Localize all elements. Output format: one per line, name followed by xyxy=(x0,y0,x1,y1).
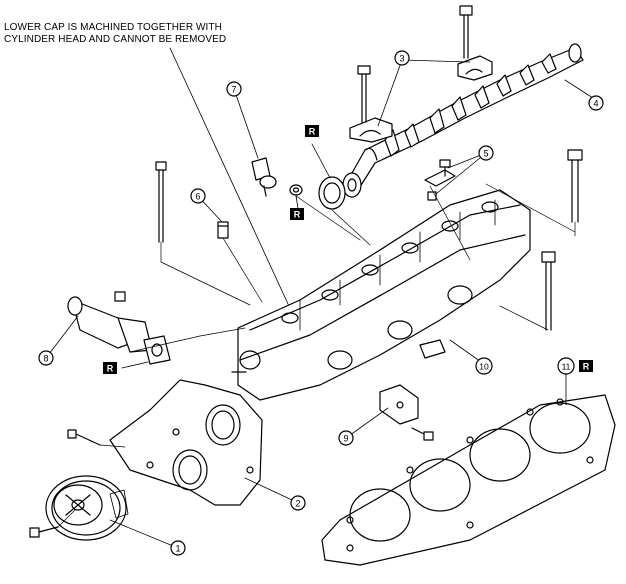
callout-4: 4 xyxy=(588,95,604,111)
svg-text:R: R xyxy=(294,210,301,220)
svg-text:R: R xyxy=(583,362,590,372)
svg-text:R: R xyxy=(309,127,316,137)
assembly-guide-lines xyxy=(57,183,576,528)
callout-2: 2 xyxy=(290,495,306,511)
svg-text:10: 10 xyxy=(479,362,489,372)
callout-9: 9 xyxy=(338,430,354,446)
replace-badge-outlet-gasket: R xyxy=(103,362,117,374)
head-bolt-right-top xyxy=(567,149,583,223)
cover-plate xyxy=(379,384,419,425)
replace-badge-head-gasket: R xyxy=(579,360,593,372)
callout-6: 6 xyxy=(190,188,206,204)
removal-note: LOWER CAP IS MACHINED TOGETHER WITH CYLI… xyxy=(4,22,264,46)
replace-badge-oil-seal: R xyxy=(305,125,319,137)
svg-text:3: 3 xyxy=(399,54,404,64)
cover-plate-bolt xyxy=(411,427,434,441)
replace-badge-washer: R xyxy=(290,208,304,220)
svg-text:6: 6 xyxy=(195,192,200,202)
callout-3: 3 xyxy=(394,50,410,66)
callout-11: 11 xyxy=(557,357,575,375)
timing-belt-cover xyxy=(109,379,263,506)
svg-text:11: 11 xyxy=(562,362,571,372)
camshaft-cap-bolt-rear xyxy=(459,5,473,59)
timing-cover-bolt xyxy=(67,429,101,446)
camshaft xyxy=(342,43,584,198)
svg-text:5: 5 xyxy=(483,149,488,159)
water-outlet-gasket xyxy=(143,335,171,365)
camshaft-oil-seal xyxy=(318,176,346,210)
head-bolt-right-mid xyxy=(541,251,556,331)
note-leader-line xyxy=(169,47,301,331)
camshaft-cap-bolt-front xyxy=(357,65,371,123)
camshaft-cap-rear xyxy=(457,55,493,81)
callout-7: 7 xyxy=(226,81,242,97)
sensor xyxy=(251,157,277,197)
svg-text:9: 9 xyxy=(343,434,348,444)
callout-8: 8 xyxy=(38,350,54,366)
svg-text:2: 2 xyxy=(295,499,300,509)
plug xyxy=(217,221,229,239)
removal-note-line-2: CYLINDER HEAD AND CANNOT BE REMOVED xyxy=(4,34,227,45)
water-outlet xyxy=(67,291,153,353)
camshaft-cap-front xyxy=(349,117,393,143)
svg-text:1: 1 xyxy=(175,544,180,554)
cylinder-head-gasket xyxy=(321,394,616,566)
svg-text:7: 7 xyxy=(231,85,236,95)
callout-1: 1 xyxy=(170,540,186,556)
sensor-washer xyxy=(289,184,303,196)
head-bolt-left xyxy=(155,161,167,243)
callout-leaders xyxy=(45,59,597,549)
callout-5: 5 xyxy=(478,145,494,161)
cap-bolts-5 xyxy=(424,159,456,201)
removal-note-line-1: LOWER CAP IS MACHINED TOGETHER WITH xyxy=(4,22,222,33)
cylinder-head xyxy=(231,189,531,401)
svg-text:8: 8 xyxy=(43,354,48,364)
pulley-bolt xyxy=(29,526,59,538)
callout-10: 10 xyxy=(475,357,493,375)
camshaft-pulley xyxy=(45,475,129,541)
svg-text:R: R xyxy=(107,364,114,374)
svg-text:4: 4 xyxy=(593,99,598,109)
